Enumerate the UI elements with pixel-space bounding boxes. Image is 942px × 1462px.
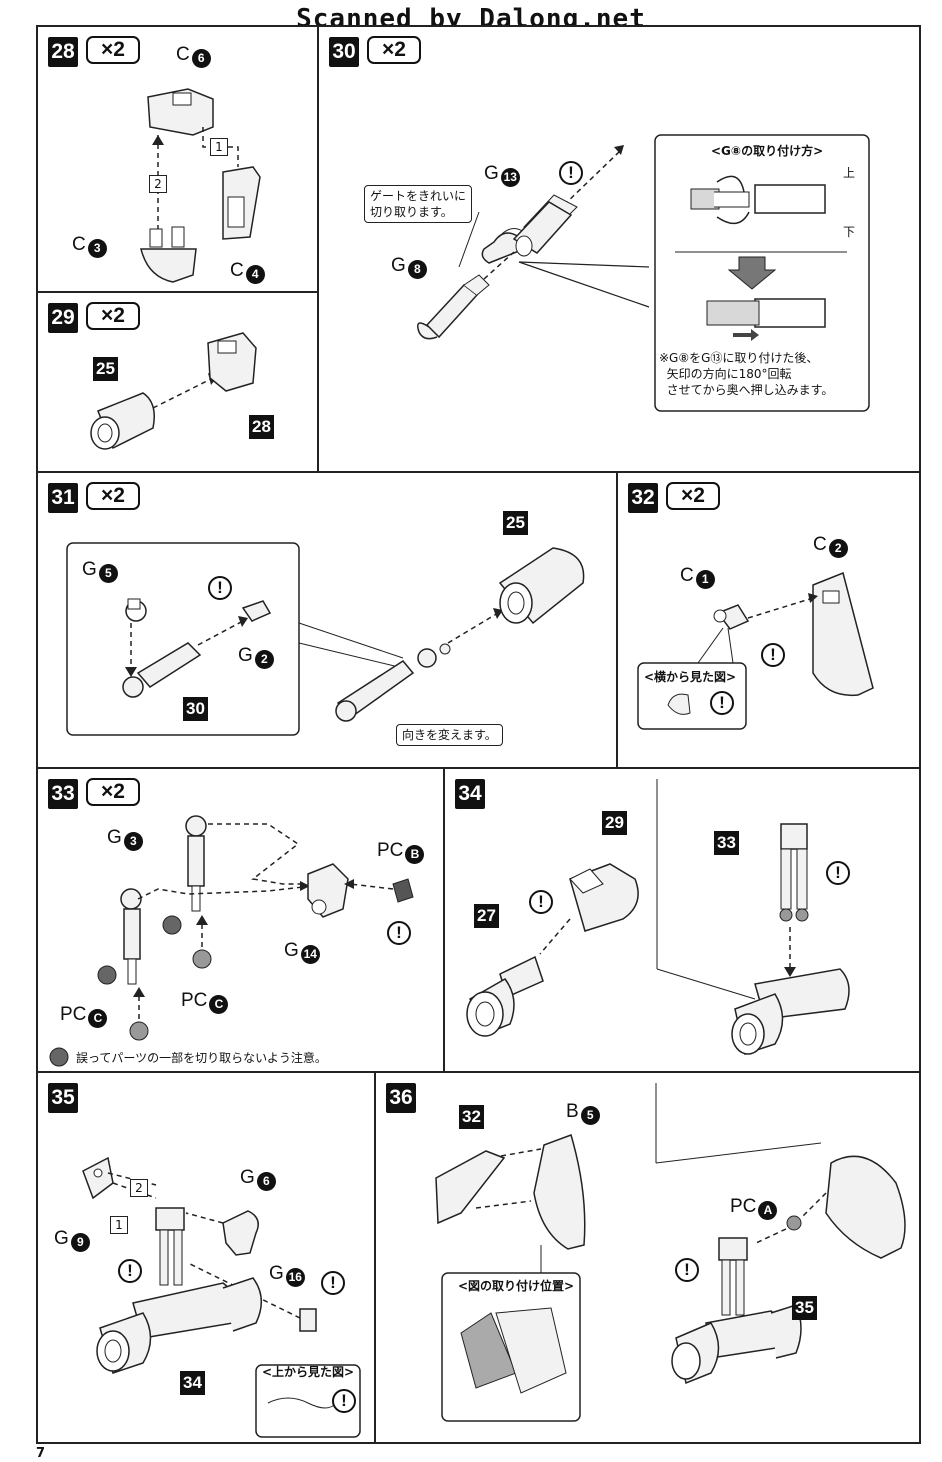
step-29-panel: 29 ×2 25 28 bbox=[36, 291, 319, 473]
caution-icon: ! bbox=[826, 861, 850, 885]
quantity-badge: ×2 bbox=[86, 482, 140, 510]
inset-note: ※G⑧をG⑬に取り付けた後、 矢印の方向に180°回転 させてから奥へ押し込みま… bbox=[659, 351, 834, 397]
step-number: 35 bbox=[48, 1083, 78, 1113]
label-down: 下 bbox=[843, 225, 856, 239]
part-tag-25: 25 bbox=[503, 511, 528, 535]
step-number: 32 bbox=[628, 483, 658, 513]
step-30-panel: 30 ×2 bbox=[317, 25, 921, 473]
caution-icon: ! bbox=[529, 890, 553, 914]
caution-icon-inset: ! bbox=[710, 691, 734, 715]
step-31-illustration bbox=[66, 542, 585, 736]
caution-icon: ! bbox=[675, 1258, 699, 1282]
side-view-title: <横から見た図> bbox=[644, 670, 737, 684]
step-number: 31 bbox=[48, 483, 78, 513]
part-tag-34: 34 bbox=[180, 1371, 205, 1395]
caution-note: 誤ってパーツの一部を切り取らないよう注意。 bbox=[76, 1051, 327, 1065]
step-number: 33 bbox=[48, 779, 78, 809]
step-35-illustration bbox=[82, 1156, 361, 1438]
quantity-badge: ×2 bbox=[86, 36, 140, 64]
caution-icon: ! bbox=[387, 921, 411, 945]
step-33-illustration bbox=[49, 815, 414, 1067]
quantity-badge: ×2 bbox=[367, 36, 421, 64]
step-number: 36 bbox=[386, 1083, 416, 1113]
quantity-badge: ×2 bbox=[666, 482, 720, 510]
step-number: 29 bbox=[48, 303, 78, 333]
step-number: 30 bbox=[329, 37, 359, 67]
label-up: 上 bbox=[843, 166, 856, 180]
part-tag-32: 32 bbox=[459, 1105, 484, 1129]
part-tag-33: 33 bbox=[714, 831, 739, 855]
order-number-2: 2 bbox=[130, 1179, 148, 1197]
caution-icon: ! bbox=[559, 161, 583, 185]
part-tag-25: 25 bbox=[93, 357, 118, 381]
quantity-badge: ×2 bbox=[86, 302, 140, 330]
page-number: 7 bbox=[36, 1446, 46, 1461]
step-30-illustration bbox=[319, 27, 870, 412]
inset-title: <G⑧の取り付け方> bbox=[711, 144, 824, 158]
step-number: 28 bbox=[48, 37, 78, 67]
quantity-badge: ×2 bbox=[86, 778, 140, 806]
turn-note: 向きを変えます。 bbox=[396, 724, 503, 746]
caution-icon: ! bbox=[208, 576, 232, 600]
part-tag-29: 29 bbox=[602, 811, 627, 835]
part-tag-35: 35 bbox=[792, 1296, 817, 1320]
order-number-1: 1 bbox=[110, 1216, 128, 1234]
step-28-illustration bbox=[140, 88, 261, 283]
caution-icon: ! bbox=[761, 643, 785, 667]
top-view-title: <上から見た図> bbox=[262, 1365, 355, 1379]
step-29-illustration bbox=[90, 332, 257, 450]
caution-icon-inset: ! bbox=[332, 1389, 356, 1413]
part-tag-28: 28 bbox=[249, 415, 274, 439]
step-32-illustration bbox=[637, 571, 874, 730]
step-36-illustration bbox=[435, 1083, 906, 1422]
part-tag-27: 27 bbox=[474, 904, 499, 928]
step-34-panel: 34 29 27 33 ! ! bbox=[443, 767, 921, 1073]
caution-icon: ! bbox=[118, 1259, 142, 1283]
part-tag-30: 30 bbox=[183, 697, 208, 721]
order-number-1: 1 bbox=[210, 138, 228, 156]
step-number: 34 bbox=[455, 779, 485, 809]
step-34-illustration bbox=[466, 779, 850, 1055]
position-title: <図の取り付け位置> bbox=[458, 1279, 575, 1293]
gate-note: ゲートをきれいに 切り取ります。 bbox=[364, 185, 473, 223]
caution-icon: ! bbox=[321, 1271, 345, 1295]
order-number-2: 2 bbox=[149, 175, 167, 193]
